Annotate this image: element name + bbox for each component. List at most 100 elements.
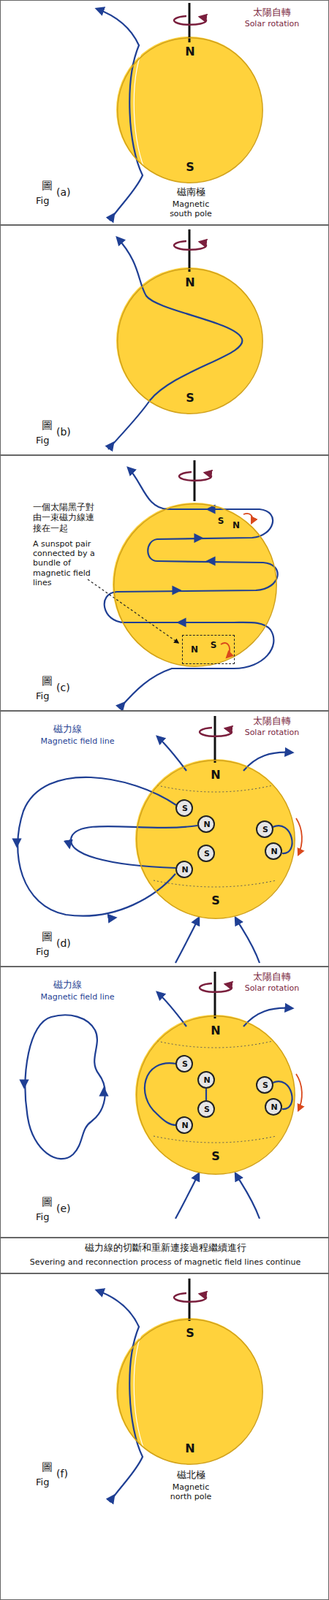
- panel-text: Fig: [35, 435, 60, 447]
- pole-label: N: [268, 847, 281, 857]
- magnetic-field-line: [235, 918, 260, 964]
- sunspot: [256, 821, 273, 838]
- panel-text: 圖: [41, 1196, 57, 1210]
- latitude-line: [153, 1136, 277, 1144]
- magnetic-field-line: [157, 736, 187, 772]
- panel-text: 圖: [41, 179, 57, 193]
- magnetic-field-line: [205, 1089, 207, 1102]
- rotation-arrow: [179, 472, 212, 482]
- sun-disc: SNNS: [113, 503, 278, 668]
- pole-label: N: [188, 644, 201, 656]
- panel-text: 太陽自轉: [244, 6, 300, 19]
- sunspot: [256, 1077, 273, 1094]
- panel-text: Magnetic north pole: [165, 1483, 217, 1503]
- leader-line: [87, 579, 179, 644]
- panel-text: Magnetic field line: [33, 992, 122, 1003]
- latitude-line: [157, 785, 273, 793]
- twist-arrow: [220, 643, 230, 658]
- rotation-arrow: [199, 728, 232, 737]
- sunspot: [198, 816, 215, 833]
- magnetic-field-line: [70, 826, 198, 869]
- magnetic-field-line: [207, 560, 213, 563]
- sunspot: [198, 845, 215, 862]
- twist-arrow: [296, 818, 302, 856]
- rotation-axis: [214, 716, 217, 764]
- sun-outline: [117, 38, 263, 183]
- magnetic-field-line: [110, 214, 115, 220]
- magnetic-field-line: [243, 753, 293, 772]
- magnetic-field-line: [178, 622, 183, 624]
- sun-disc: [116, 267, 263, 414]
- pole-label: N: [182, 44, 198, 59]
- twist-arrow: [243, 513, 253, 524]
- magnetic-field-line: [103, 1089, 105, 1096]
- panel-text: Fig: [35, 1212, 60, 1224]
- magnetic-field-line: [25, 1015, 106, 1160]
- magnetic-field-line: [243, 1008, 293, 1028]
- magnetic-field-line: [157, 992, 187, 1028]
- pole-label: N: [208, 1024, 223, 1039]
- pole-label: S: [201, 849, 213, 860]
- sun-outline: [136, 761, 295, 920]
- pole-label: N: [201, 1076, 213, 1086]
- panel-text: (d): [56, 938, 79, 951]
- panel-text: 太陽自轉: [244, 715, 300, 728]
- magnetic-field-line: [16, 8, 293, 1504]
- sunspot: [176, 800, 193, 817]
- sun-outline: [114, 504, 277, 667]
- pole-label: S: [179, 1060, 191, 1070]
- magnetic-field-line: [96, 8, 143, 221]
- magnetic-field-line: [23, 1082, 25, 1088]
- pole-label: S: [182, 160, 198, 175]
- magnetic-field-line: [17, 777, 177, 917]
- pole-label: N: [182, 275, 198, 290]
- magnetic-field-line: [108, 443, 114, 449]
- sun-disc: NS: [116, 268, 264, 415]
- latitude-line: [153, 785, 277, 1144]
- panel-text: 圖: [41, 418, 57, 433]
- pole-label: S: [208, 894, 223, 909]
- sun-disc: [135, 1015, 295, 1175]
- sun-outline: [113, 503, 278, 668]
- magnetic-field-line: [104, 467, 278, 708]
- magnetic-field-line: [68, 843, 70, 849]
- magnetic-field-line: [197, 537, 202, 539]
- figure-panel: 太陽自轉Solar rotation圖(a)Fig磁南極Magnetic sou…: [0, 0, 329, 226]
- sunspot: [176, 1117, 193, 1134]
- rotation-arrow: [199, 984, 232, 993]
- sun-outline: [117, 1320, 263, 1466]
- pole-label: S: [182, 1326, 198, 1341]
- panel-text: (f): [56, 1468, 79, 1482]
- sun-outline: [117, 269, 263, 414]
- sun-disc: NSSNNSSN: [135, 760, 296, 920]
- twist-arrow: [296, 1074, 302, 1112]
- panel-text: 太陽自轉: [244, 971, 300, 984]
- panel-text: Magnetic field line: [33, 736, 122, 747]
- pole-label: S: [179, 804, 191, 814]
- pole-label: N: [179, 865, 191, 876]
- process-caption: 磁力線的切斷和重新連接過程繼續進行: [4, 1242, 327, 1255]
- magnetic-field-line: [144, 1063, 177, 1126]
- magnetic-field-line: [175, 1174, 199, 1220]
- sunspot: [265, 843, 282, 860]
- sunspot-pair-box: NS: [182, 635, 235, 665]
- magnetic-field-line: [207, 508, 213, 511]
- pole-label: S: [259, 1081, 272, 1091]
- pole-label: S: [182, 391, 198, 406]
- magnetic-field-line: [109, 918, 116, 920]
- pole-label: S: [201, 1105, 213, 1115]
- latitude-line: [153, 880, 277, 888]
- panel-text: (c): [56, 682, 79, 695]
- panel-text: (b): [56, 426, 79, 439]
- figure-panel: 太陽自轉Solar rotation磁力線Magnetic field line…: [0, 711, 329, 968]
- panel-text: Magnetic south pole: [165, 199, 217, 219]
- magnetic-field-line: [119, 703, 125, 710]
- magnetic-field-line: [96, 1291, 143, 1504]
- process-caption: Severing and reconnection process of mag…: [4, 1258, 327, 1268]
- rotation-arrow: [174, 16, 207, 25]
- latitude-line: [157, 1041, 273, 1049]
- figure-panel: 太陽自轉Solar rotation磁力線Magnetic field line…: [0, 967, 329, 1239]
- sunspot: [176, 861, 193, 879]
